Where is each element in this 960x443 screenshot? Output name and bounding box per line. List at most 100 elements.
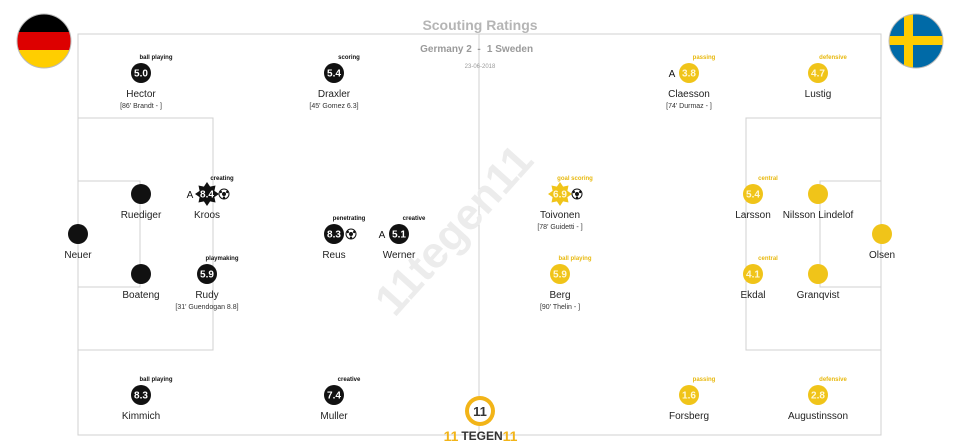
- rating-label: 1.6: [682, 391, 696, 402]
- role-label: penetrating: [333, 216, 366, 222]
- rating-label: 3.8: [682, 69, 696, 80]
- germany-flag-border: [16, 13, 72, 69]
- player-marker: Neuer: [64, 224, 92, 261]
- player-dot: [808, 184, 828, 204]
- substitution-label: [45' Gomez 6.3]: [309, 103, 358, 110]
- player-name: Muller: [320, 411, 348, 422]
- away-goal-box: [819, 180, 882, 288]
- substitution-label: [86' Brandt - ]: [120, 103, 162, 110]
- rating-star-icon: [195, 182, 219, 206]
- rating-label: 4.7: [811, 69, 825, 80]
- football-icon: [571, 188, 583, 200]
- flag-stripe: [17, 14, 71, 32]
- player-name: Reus: [322, 250, 345, 261]
- player-name: Toivonen: [540, 210, 580, 221]
- chart-title: Scouting Ratings: [422, 17, 537, 33]
- a-badge: A: [669, 69, 676, 80]
- player-name: Rudy: [195, 290, 218, 301]
- role-label: defensive: [819, 55, 847, 61]
- player-name: Boateng: [122, 290, 159, 301]
- player-dot: [324, 224, 344, 244]
- rating-label: 4.1: [746, 270, 760, 281]
- player-name: Larsson: [735, 210, 771, 221]
- ball-patch: [349, 236, 353, 239]
- rating-label: 5.9: [553, 270, 567, 281]
- player-name: Forsberg: [669, 411, 709, 422]
- rating-label: 2.8: [811, 391, 825, 402]
- player-marker: Boateng: [122, 264, 160, 301]
- role-label: central: [758, 176, 778, 182]
- player-name: Augustinsson: [788, 411, 848, 422]
- player-name: Claesson: [668, 89, 710, 100]
- flag-stripe: [17, 32, 71, 50]
- player-dot: [679, 63, 699, 83]
- player-marker: Nilsson Lindelof: [783, 184, 854, 221]
- player-name: Nilsson Lindelof: [783, 210, 854, 221]
- role-label: goal scoring: [557, 176, 593, 182]
- player-name: Ekdal: [740, 290, 765, 301]
- player-dot: [808, 63, 828, 83]
- logo-text: TEGEN: [461, 429, 502, 443]
- football-icon: [218, 188, 230, 200]
- player-name: Lustig: [805, 89, 832, 100]
- role-label: passing: [693, 377, 716, 383]
- player-dot: [131, 184, 151, 204]
- player-dot: [324, 63, 344, 83]
- role-label: defensive: [819, 377, 847, 383]
- player-name: Berg: [549, 290, 570, 301]
- flag-stripe: [17, 50, 71, 68]
- logo-inner: [469, 400, 491, 422]
- player-dot: [131, 63, 151, 83]
- player-name: Kimmich: [122, 411, 160, 422]
- player-marker: Olsen: [869, 224, 895, 261]
- rating-star-icon: [548, 182, 572, 206]
- player-dot: [389, 224, 409, 244]
- rating-label: 8.3: [134, 391, 148, 402]
- role-label: scoring: [338, 55, 360, 61]
- role-label: ball playing: [139, 55, 172, 61]
- rating-label: 8.3: [327, 230, 341, 241]
- player-name: Werner: [383, 250, 416, 261]
- ball-patch: [575, 192, 579, 196]
- away-penalty-box: [745, 117, 882, 351]
- ball-patch: [222, 192, 226, 196]
- ball-patch: [219, 190, 222, 194]
- logo-mark: 11: [473, 404, 487, 419]
- ball-patch: [579, 190, 582, 194]
- ball-patch: [349, 232, 353, 236]
- substitution-label: [78' Guidetti - ]: [537, 224, 582, 231]
- rating-label: 5.0: [134, 69, 148, 80]
- role-label: ball playing: [139, 377, 172, 383]
- score-separator: -: [477, 44, 480, 55]
- player-dot: [808, 264, 828, 284]
- rating-label: 5.1: [392, 230, 406, 241]
- sweden-flag-icon: [889, 14, 943, 68]
- role-label: passing: [693, 55, 716, 61]
- player-dot: [131, 264, 151, 284]
- player-name: Hector: [126, 89, 156, 100]
- home-penalty-box: [77, 117, 214, 351]
- player-dot: [550, 264, 570, 284]
- germany-flag-icon: [17, 14, 71, 68]
- player-dot: [743, 264, 763, 284]
- player-dot: [324, 385, 344, 405]
- role-label: creative: [403, 216, 426, 222]
- ball-patch: [353, 230, 356, 234]
- a-badge: A: [379, 230, 386, 241]
- match-date: 23-06-2018: [465, 64, 496, 70]
- player-name: Granqvist: [797, 290, 840, 301]
- player-marker: Granqvist: [797, 264, 840, 301]
- logo-mark-right: 11: [503, 428, 518, 443]
- ball-patch: [226, 190, 229, 194]
- substitution-label: [90' Thelin - ]: [540, 304, 580, 311]
